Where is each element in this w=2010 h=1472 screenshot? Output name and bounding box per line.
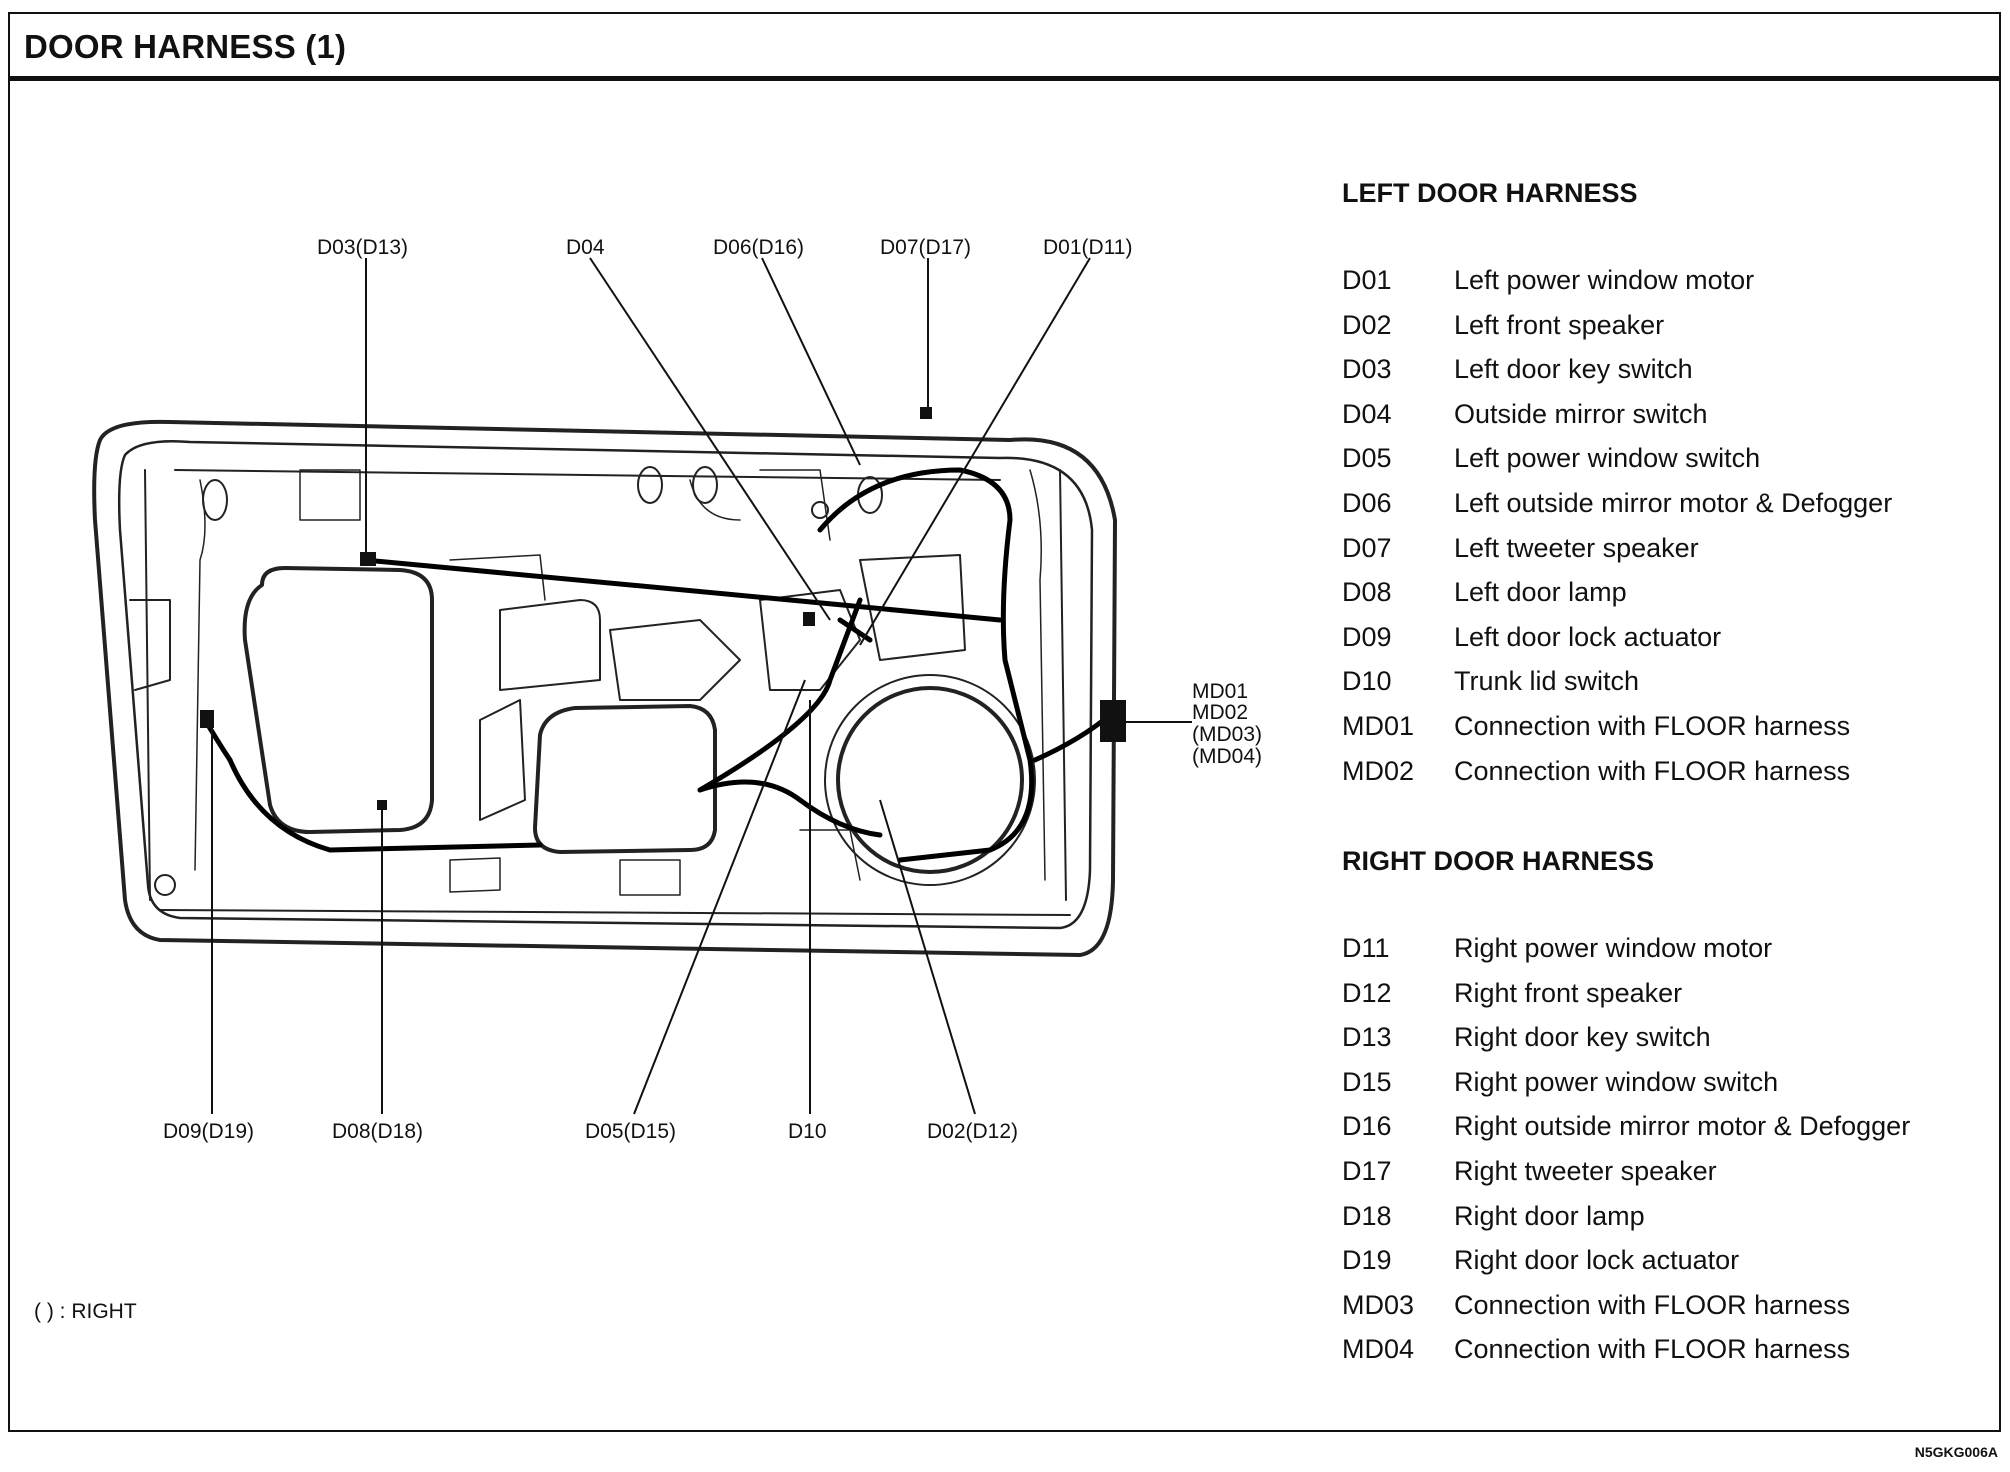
legend-code: D12: [1342, 977, 1392, 1008]
callout-d04: D04: [566, 236, 605, 259]
legend-code: D09: [1342, 621, 1392, 652]
legend-code: D01: [1342, 265, 1392, 295]
door-outline: [92, 419, 1117, 957]
connector-d08: [377, 800, 387, 810]
connectors: [200, 407, 1126, 810]
legend-description: Left door lock actuator: [1454, 621, 1722, 652]
legend-description: Left door key switch: [1454, 354, 1693, 385]
legend-code: D04: [1342, 398, 1392, 429]
legend-description: Left power window switch: [1454, 443, 1761, 474]
callout-d07-d17: D07(D17): [880, 236, 972, 259]
legend-description: Left front speaker: [1454, 309, 1665, 340]
legend-code: D02: [1342, 309, 1392, 340]
legend-description: Right power window switch: [1454, 1066, 1779, 1097]
legend-description: Connection with FLOOR harness: [1454, 711, 1851, 741]
legend-description: Right door key switch: [1454, 1022, 1711, 1053]
callout-md03: (MD03): [1192, 723, 1263, 746]
legend-description: Right door lock actuator: [1454, 1245, 1740, 1276]
page-frame: DOOR HARNESS (1): [8, 12, 2001, 1432]
callout-d09-d19: D09(D19): [163, 1120, 255, 1143]
right-harness-heading: RIGHT DOOR HARNESS: [1342, 846, 1655, 876]
legend-code: MD02: [1342, 755, 1415, 786]
legend-code: MD01: [1342, 711, 1415, 741]
legend-description: Connection with FLOOR harness: [1454, 1334, 1851, 1365]
legend-description: Left outside mirror motor & Defogger: [1454, 488, 1893, 518]
callout-md04: (MD04): [1192, 745, 1263, 768]
callout-md02: MD02: [1192, 701, 1249, 724]
callout-d08-d18: D08(D18): [332, 1120, 424, 1143]
legend-description: Right power window motor: [1454, 933, 1773, 963]
legend-code: D08: [1342, 577, 1392, 608]
wiring-harness: [202, 467, 1113, 863]
legend-code: D18: [1342, 1200, 1392, 1231]
connector-d07: [920, 407, 932, 419]
speaker-opening: [836, 686, 1024, 874]
callout-d03-d13: D03(D13): [317, 236, 409, 259]
legend-code: D17: [1342, 1156, 1392, 1186]
left-harness-heading: LEFT DOOR HARNESS: [1342, 178, 1638, 208]
legend-code: D16: [1342, 1111, 1392, 1142]
callout-md01: MD01: [1192, 680, 1249, 703]
legend-description: Trunk lid switch: [1454, 666, 1640, 697]
left-opening: [242, 566, 434, 834]
callout-d06-d16: D06(D16): [713, 236, 805, 259]
connector-d03: [360, 552, 376, 566]
legend-code: D13: [1342, 1022, 1392, 1053]
figure-code: N5GKG006A: [1914, 1444, 1998, 1460]
connector-d04: [803, 612, 815, 626]
right-side-note: ( ) : RIGHT: [34, 1300, 137, 1323]
leader-lines: [211, 257, 1192, 1115]
legend-code: D05: [1342, 443, 1392, 474]
legend-code: D10: [1342, 666, 1392, 697]
legend-description: Left tweeter speaker: [1454, 532, 1699, 563]
center-opening: [533, 704, 717, 854]
legend-description: Right tweeter speaker: [1454, 1156, 1717, 1186]
title-bar: DOOR HARNESS (1): [10, 14, 1999, 81]
legend-description: Outside mirror switch: [1454, 398, 1708, 429]
legend-code: D15: [1342, 1066, 1392, 1097]
callout-d01-d11: D01(D11): [1043, 236, 1133, 259]
legend-code: MD03: [1342, 1289, 1415, 1320]
legend-code: D11: [1342, 933, 1390, 963]
legend-code: D07: [1342, 532, 1392, 563]
callout-d02-d12: D02(D12): [927, 1120, 1019, 1143]
legend-description: Right outside mirror motor & Defogger: [1454, 1111, 1911, 1142]
legend-code: D03: [1342, 354, 1392, 385]
connector-d09: [200, 710, 214, 728]
connector-md01: [1100, 700, 1126, 742]
legend-description: Left power window motor: [1454, 265, 1755, 295]
legend-description: Right door lamp: [1454, 1200, 1645, 1231]
page-title: DOOR HARNESS (1): [24, 28, 347, 65]
legend-description: Left door lamp: [1454, 577, 1627, 608]
legend-description: Connection with FLOOR harness: [1454, 1289, 1851, 1320]
legend-code: D19: [1342, 1245, 1392, 1276]
door-inner-outline: [117, 440, 1094, 930]
callout-d10: D10: [788, 1120, 827, 1143]
legend-description: Connection with FLOOR harness: [1454, 755, 1851, 786]
legend-description: Right front speaker: [1454, 977, 1683, 1008]
legend-code: MD04: [1342, 1334, 1415, 1365]
legend-code: D06: [1342, 488, 1392, 518]
callout-d05-d15: D05(D15): [585, 1120, 677, 1143]
